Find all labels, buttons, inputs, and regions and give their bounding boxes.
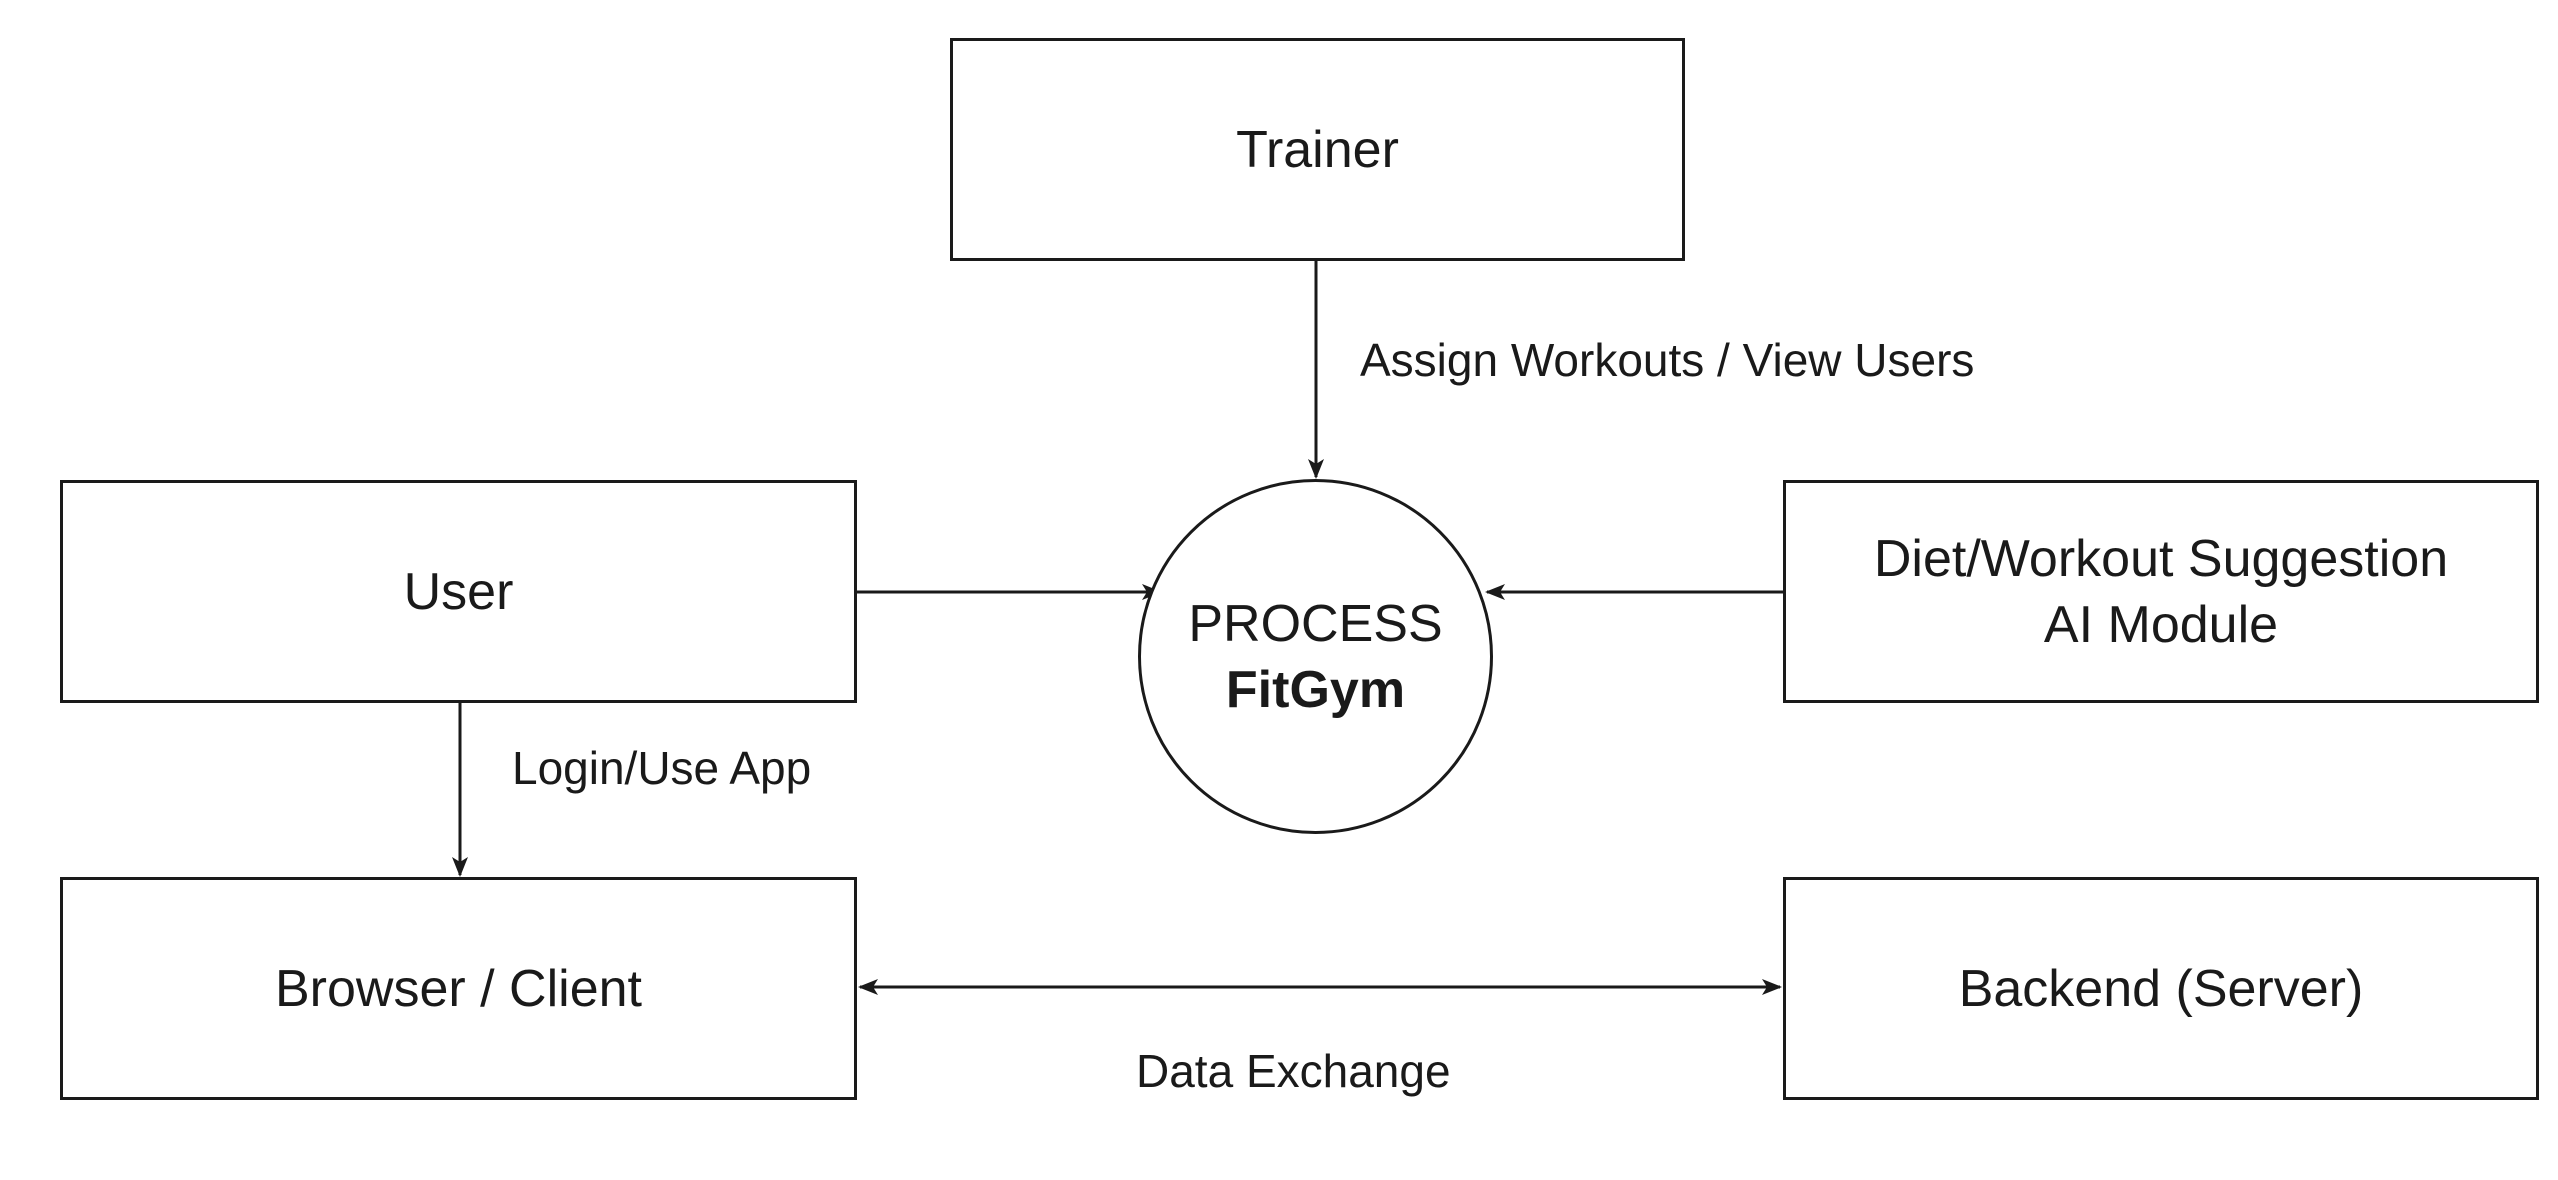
process-node: PROCESS FitGym	[1138, 479, 1493, 834]
process-label-line1: PROCESS	[1188, 594, 1443, 653]
browser-client-node: Browser / Client	[60, 877, 857, 1100]
ai-module-label-line1: Diet/Workout Suggestion	[1873, 529, 2449, 588]
trainer-label: Trainer	[1236, 120, 1399, 179]
browser-client-label: Browser / Client	[275, 959, 642, 1018]
edge-label-login-use-app: Login/Use App	[512, 742, 812, 794]
ai-module-label-line2: AI Module	[2043, 595, 2279, 654]
trainer-node: Trainer	[950, 38, 1685, 261]
backend-server-node: Backend (Server)	[1783, 877, 2539, 1100]
user-node: User	[60, 480, 857, 703]
user-label: User	[403, 562, 514, 621]
edge-label-assign-workouts: Assign Workouts / View Users	[1360, 334, 1975, 386]
backend-server-label: Backend (Server)	[1958, 959, 2364, 1018]
process-label-line2: FitGym	[1225, 660, 1406, 719]
ai-module-node: Diet/Workout Suggestion AI Module	[1783, 480, 2539, 703]
edge-label-data-exchange: Data Exchange	[1136, 1045, 1451, 1097]
